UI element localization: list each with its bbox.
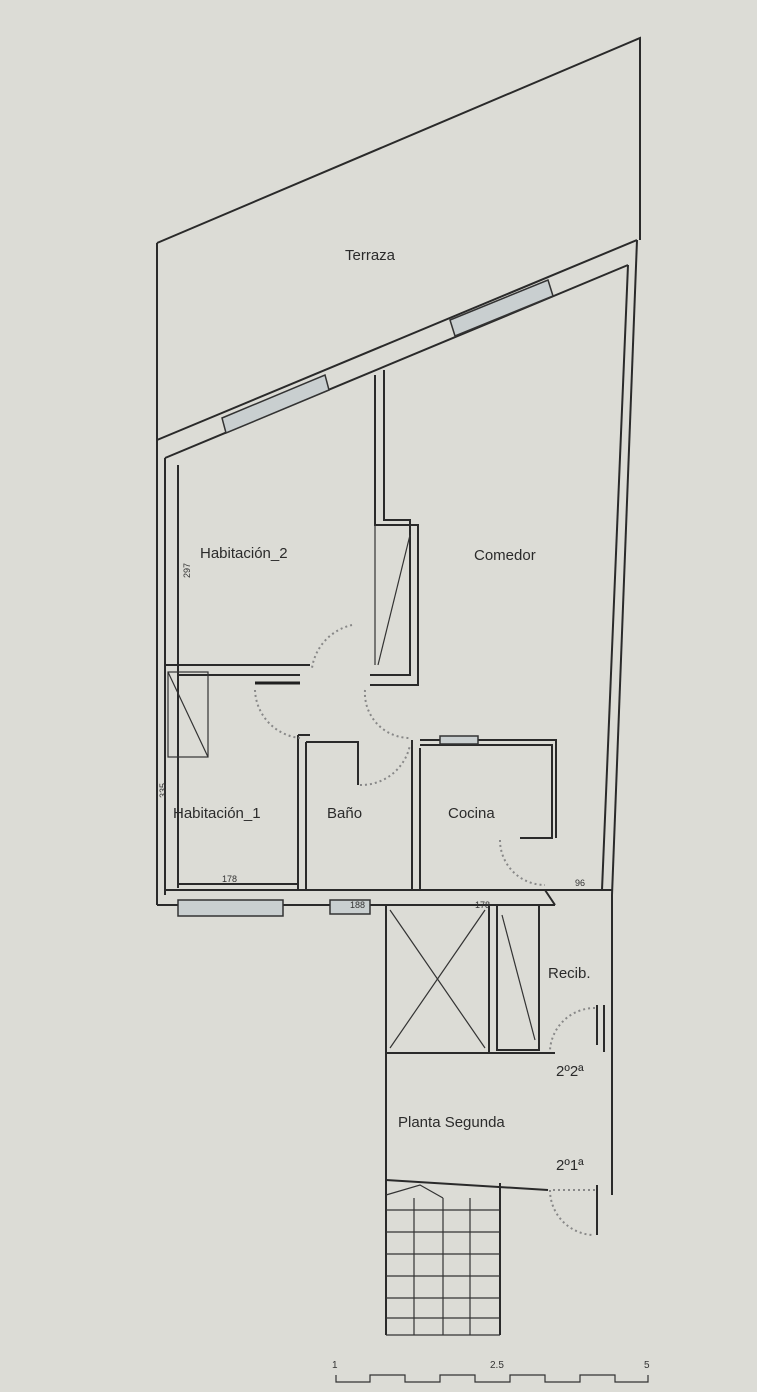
dim-bano-bottom: 188 bbox=[350, 900, 365, 910]
left-wall bbox=[164, 458, 179, 895]
window-facade-2 bbox=[449, 278, 554, 338]
label-door-2-1: 2º1ª bbox=[556, 1157, 584, 1174]
label-terraza: Terraza bbox=[345, 247, 396, 264]
terrace-outline bbox=[156, 36, 641, 905]
duct bbox=[489, 904, 555, 1054]
bottom-walls bbox=[157, 883, 612, 917]
bano-walls bbox=[297, 734, 359, 890]
dim-hab1-bottom: 178 bbox=[222, 874, 237, 884]
facade-wall bbox=[156, 239, 638, 896]
scale-label-mid: 2.5 bbox=[490, 1360, 504, 1371]
dim-hab1-side: 335 bbox=[158, 783, 168, 798]
cocina-walls bbox=[411, 735, 557, 890]
label-bano: Baño bbox=[327, 805, 362, 822]
scale-label-start: 1 bbox=[332, 1360, 338, 1371]
label-comedor: Comedor bbox=[474, 547, 536, 564]
staircase bbox=[385, 1184, 500, 1336]
scale-label-end: 5 bbox=[644, 1360, 650, 1371]
closet-hab1 bbox=[167, 671, 209, 758]
window-facade-1 bbox=[221, 373, 330, 435]
dim-right-bottom: 96 bbox=[575, 878, 585, 888]
label-cocina: Cocina bbox=[448, 805, 495, 822]
label-door-2-2: 2º2ª bbox=[556, 1063, 584, 1080]
dim-hab2-side: 297 bbox=[182, 563, 192, 578]
elevator-shaft bbox=[385, 904, 490, 1054]
label-recibidor: Recib. bbox=[548, 965, 591, 982]
label-planta: Planta Segunda bbox=[398, 1114, 505, 1131]
partition-hab2-hab1 bbox=[165, 664, 310, 685]
scale-bar: 1 2.5 5 bbox=[332, 1360, 650, 1383]
dim-cocina-bottom: 178 bbox=[475, 900, 490, 910]
label-habitacion-2: Habitación_2 bbox=[200, 545, 288, 562]
door-swings bbox=[254, 624, 596, 1236]
label-habitacion-1: Habitación_1 bbox=[173, 805, 261, 822]
partition-hab2-comedor bbox=[370, 370, 419, 686]
landing-walls bbox=[385, 895, 613, 1335]
